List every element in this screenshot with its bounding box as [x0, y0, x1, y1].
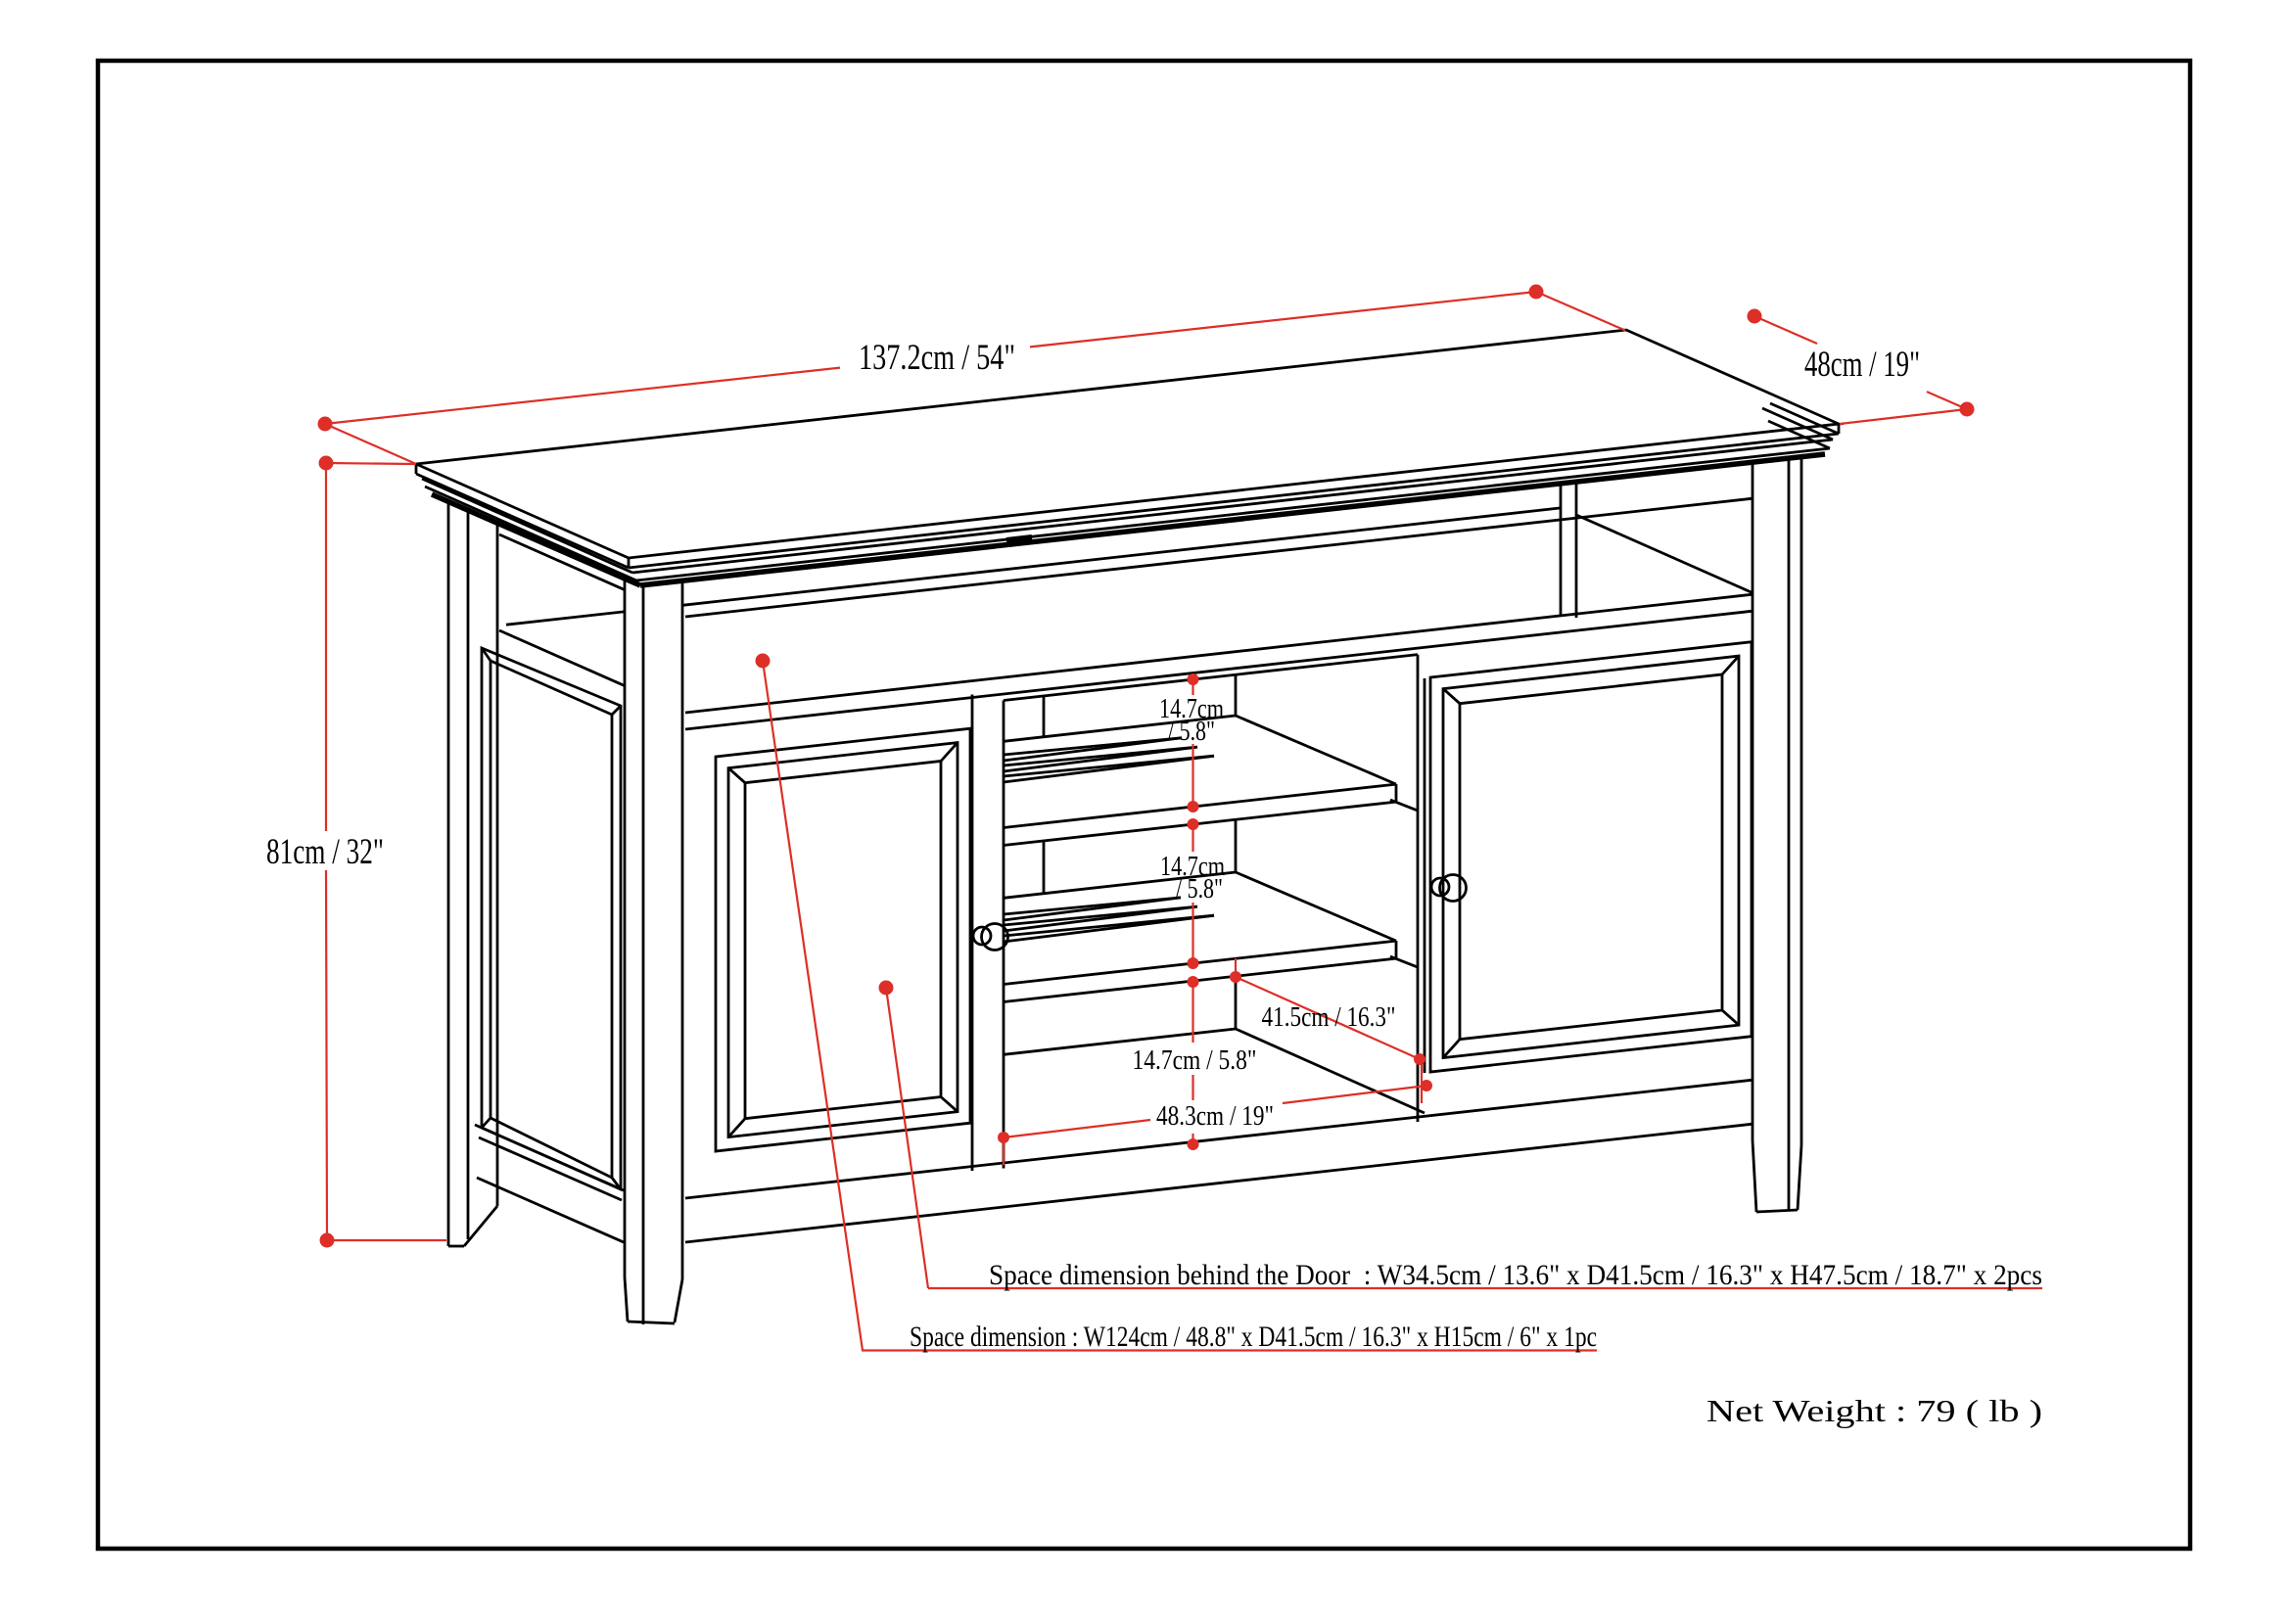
svg-text:/ 5.8": / 5.8" [1176, 873, 1223, 905]
svg-text:48cm / 19": 48cm / 19" [1804, 345, 1920, 385]
svg-text:41.5cm / 16.3": 41.5cm / 16.3" [1262, 1001, 1396, 1033]
svg-text:48.3cm / 19": 48.3cm / 19" [1156, 1100, 1274, 1132]
svg-text:14.7cm / 5.8": 14.7cm / 5.8" [1133, 1044, 1257, 1076]
svg-text:/ 5.8": / 5.8" [1168, 716, 1215, 747]
svg-text:137.2cm / 54": 137.2cm / 54" [859, 338, 1015, 378]
svg-text:Space dimension behind the Doo: Space dimension behind the Door : W34.5c… [989, 1259, 2042, 1291]
svg-text:Space dimension : W124cm / 48.: Space dimension : W124cm / 48.8" x D41.5… [910, 1321, 1597, 1353]
svg-text:81cm / 32": 81cm / 32" [266, 832, 384, 872]
svg-text:14.7cm: 14.7cm [1160, 851, 1225, 882]
svg-text:14.7cm: 14.7cm [1159, 693, 1224, 724]
svg-text:Net Weight : 79 ( lb ): Net Weight : 79 ( lb ) [1706, 1393, 2042, 1428]
